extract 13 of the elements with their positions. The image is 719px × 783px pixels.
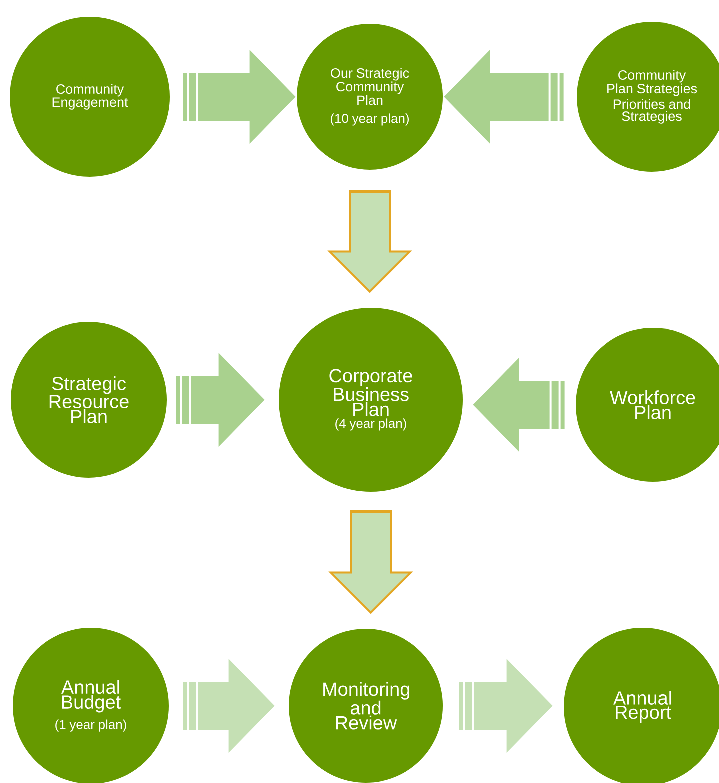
block-arrow bbox=[444, 50, 564, 144]
block-arrow bbox=[473, 358, 565, 452]
circle-node: Corporate Business Plan (4 year plan) bbox=[279, 308, 463, 492]
circle-node: Community Engagement bbox=[10, 16, 170, 177]
circle-node: Our Strategic Community Plan (10 year plan) bbox=[297, 24, 443, 170]
circle-node: Strategic Resource Plan bbox=[11, 322, 167, 478]
block-arrow bbox=[183, 659, 275, 753]
block-arrow bbox=[183, 50, 296, 144]
block-arrow bbox=[459, 659, 553, 753]
circle-node: Monitoring and Review bbox=[289, 629, 443, 783]
block-arrow bbox=[328, 190, 412, 294]
block-arrow bbox=[176, 353, 265, 447]
block-arrow bbox=[328, 510, 414, 614]
